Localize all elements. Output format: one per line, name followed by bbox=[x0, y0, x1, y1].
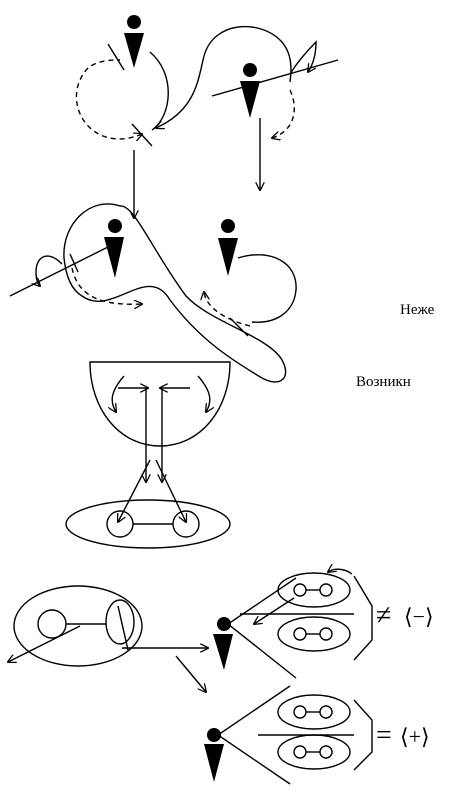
arrow-bottom-out bbox=[8, 626, 80, 662]
person-middle-left bbox=[104, 219, 124, 278]
loop-top-left-solid bbox=[150, 52, 168, 130]
loop-middle-right-dashed bbox=[204, 292, 250, 326]
person-middle-right bbox=[218, 219, 238, 276]
bracket-upper-loop bbox=[328, 569, 352, 574]
arrow-to-lower-person bbox=[176, 656, 206, 692]
view-cone-upper bbox=[228, 578, 296, 678]
bowl-arrow-right bbox=[198, 376, 210, 412]
pair-ellipse-bottom bbox=[14, 586, 142, 666]
cut-line-middle-left bbox=[10, 240, 122, 296]
cross-arrow-right bbox=[156, 460, 186, 522]
text-fragment-1: Неже bbox=[400, 302, 434, 319]
bridge-arc-top bbox=[156, 27, 291, 128]
not-equal-sign: ≠ bbox=[376, 600, 391, 632]
mini-pair-lower-1 bbox=[278, 695, 350, 729]
tick-top-left bbox=[108, 44, 124, 70]
merged-loop bbox=[64, 204, 286, 382]
bowl-arrow-left bbox=[112, 376, 124, 412]
mini-pair-lower-2 bbox=[278, 735, 350, 769]
minus-bracket: ⟨−⟩ bbox=[404, 604, 434, 630]
tick-top-left-bottom bbox=[132, 124, 152, 146]
loop-top-right-dashed bbox=[272, 90, 294, 138]
loop-top-left-dashed bbox=[76, 60, 142, 139]
loop-middle-left-dashed bbox=[72, 268, 142, 304]
loop-middle-right-solid bbox=[238, 255, 296, 322]
plus-bracket: ⟨+⟩ bbox=[400, 724, 430, 750]
bracket-upper bbox=[354, 576, 372, 660]
person-result-lower bbox=[204, 728, 224, 782]
cut-line-top-right bbox=[212, 60, 338, 96]
tick-middle-right bbox=[230, 318, 248, 336]
person-top-right bbox=[240, 63, 260, 118]
mini-pair-upper-2 bbox=[278, 617, 350, 651]
equal-sign: = bbox=[376, 720, 392, 752]
bracket-lower bbox=[354, 700, 372, 770]
text-fragment-2: Возникн bbox=[356, 374, 411, 391]
person-top-left bbox=[124, 15, 144, 68]
cross-arrow-left bbox=[118, 460, 150, 522]
loop-top-right-solid bbox=[290, 42, 316, 74]
pair-ellipse bbox=[66, 500, 230, 548]
